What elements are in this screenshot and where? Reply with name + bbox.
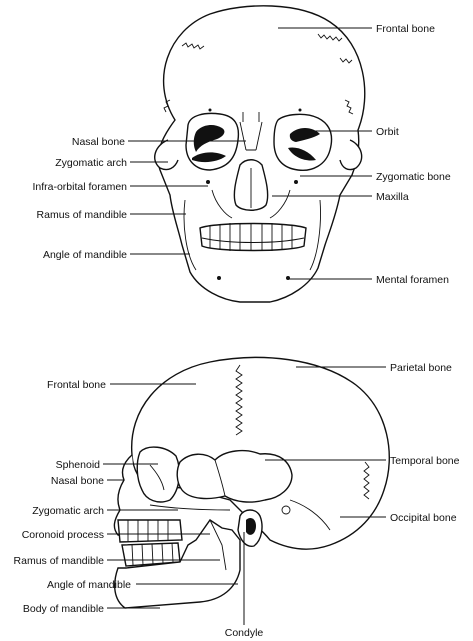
- side-label-occipital-bone: Occipital bone: [390, 512, 457, 524]
- front-label-ramus-of-mandible: Ramus of mandible: [37, 209, 128, 221]
- front-label-zygomatic-bone: Zygomatic bone: [376, 171, 451, 183]
- front-label-orbit: Orbit: [376, 126, 399, 138]
- side-label-ramus-of-mandible: Ramus of mandible: [14, 555, 105, 567]
- side-label-temporal-bone: Temporal bone: [390, 455, 460, 467]
- front-leader-lines: [128, 27, 372, 280]
- side-label-angle-of-mandible: Angle of mandible: [47, 579, 131, 591]
- side-labels: Frontal bone Parietal bone Sphenoid Nasa…: [14, 362, 460, 639]
- side-label-zygomatic-arch: Zygomatic arch: [32, 505, 104, 517]
- side-label-coronoid-process: Coronoid process: [22, 529, 104, 541]
- front-label-angle-of-mandible: Angle of mandible: [43, 249, 127, 261]
- front-label-zygomatic-arch: Zygomatic arch: [55, 157, 127, 169]
- side-label-condyle: Condyle: [225, 627, 264, 639]
- front-skull-drawing: [154, 5, 366, 303]
- front-label-mental-foramen: Mental foramen: [376, 274, 449, 286]
- side-skull-drawing: [113, 356, 390, 609]
- side-label-parietal-bone: Parietal bone: [390, 362, 452, 374]
- front-label-nasal-bone: Nasal bone: [72, 136, 125, 148]
- front-labels: Frontal bone Orbit Nasal bone Zygomatic …: [32, 23, 450, 286]
- front-label-infra-orbital-foramen: Infra-orbital foramen: [32, 181, 127, 193]
- front-label-frontal-bone: Frontal bone: [376, 23, 435, 35]
- side-label-nasal-bone: Nasal bone: [51, 475, 104, 487]
- side-label-sphenoid: Sphenoid: [56, 459, 101, 471]
- side-label-body-of-mandible: Body of mandible: [23, 603, 104, 615]
- side-leader-lines: [103, 366, 386, 625]
- front-label-maxilla: Maxilla: [376, 191, 409, 203]
- side-label-frontal-bone: Frontal bone: [47, 379, 106, 391]
